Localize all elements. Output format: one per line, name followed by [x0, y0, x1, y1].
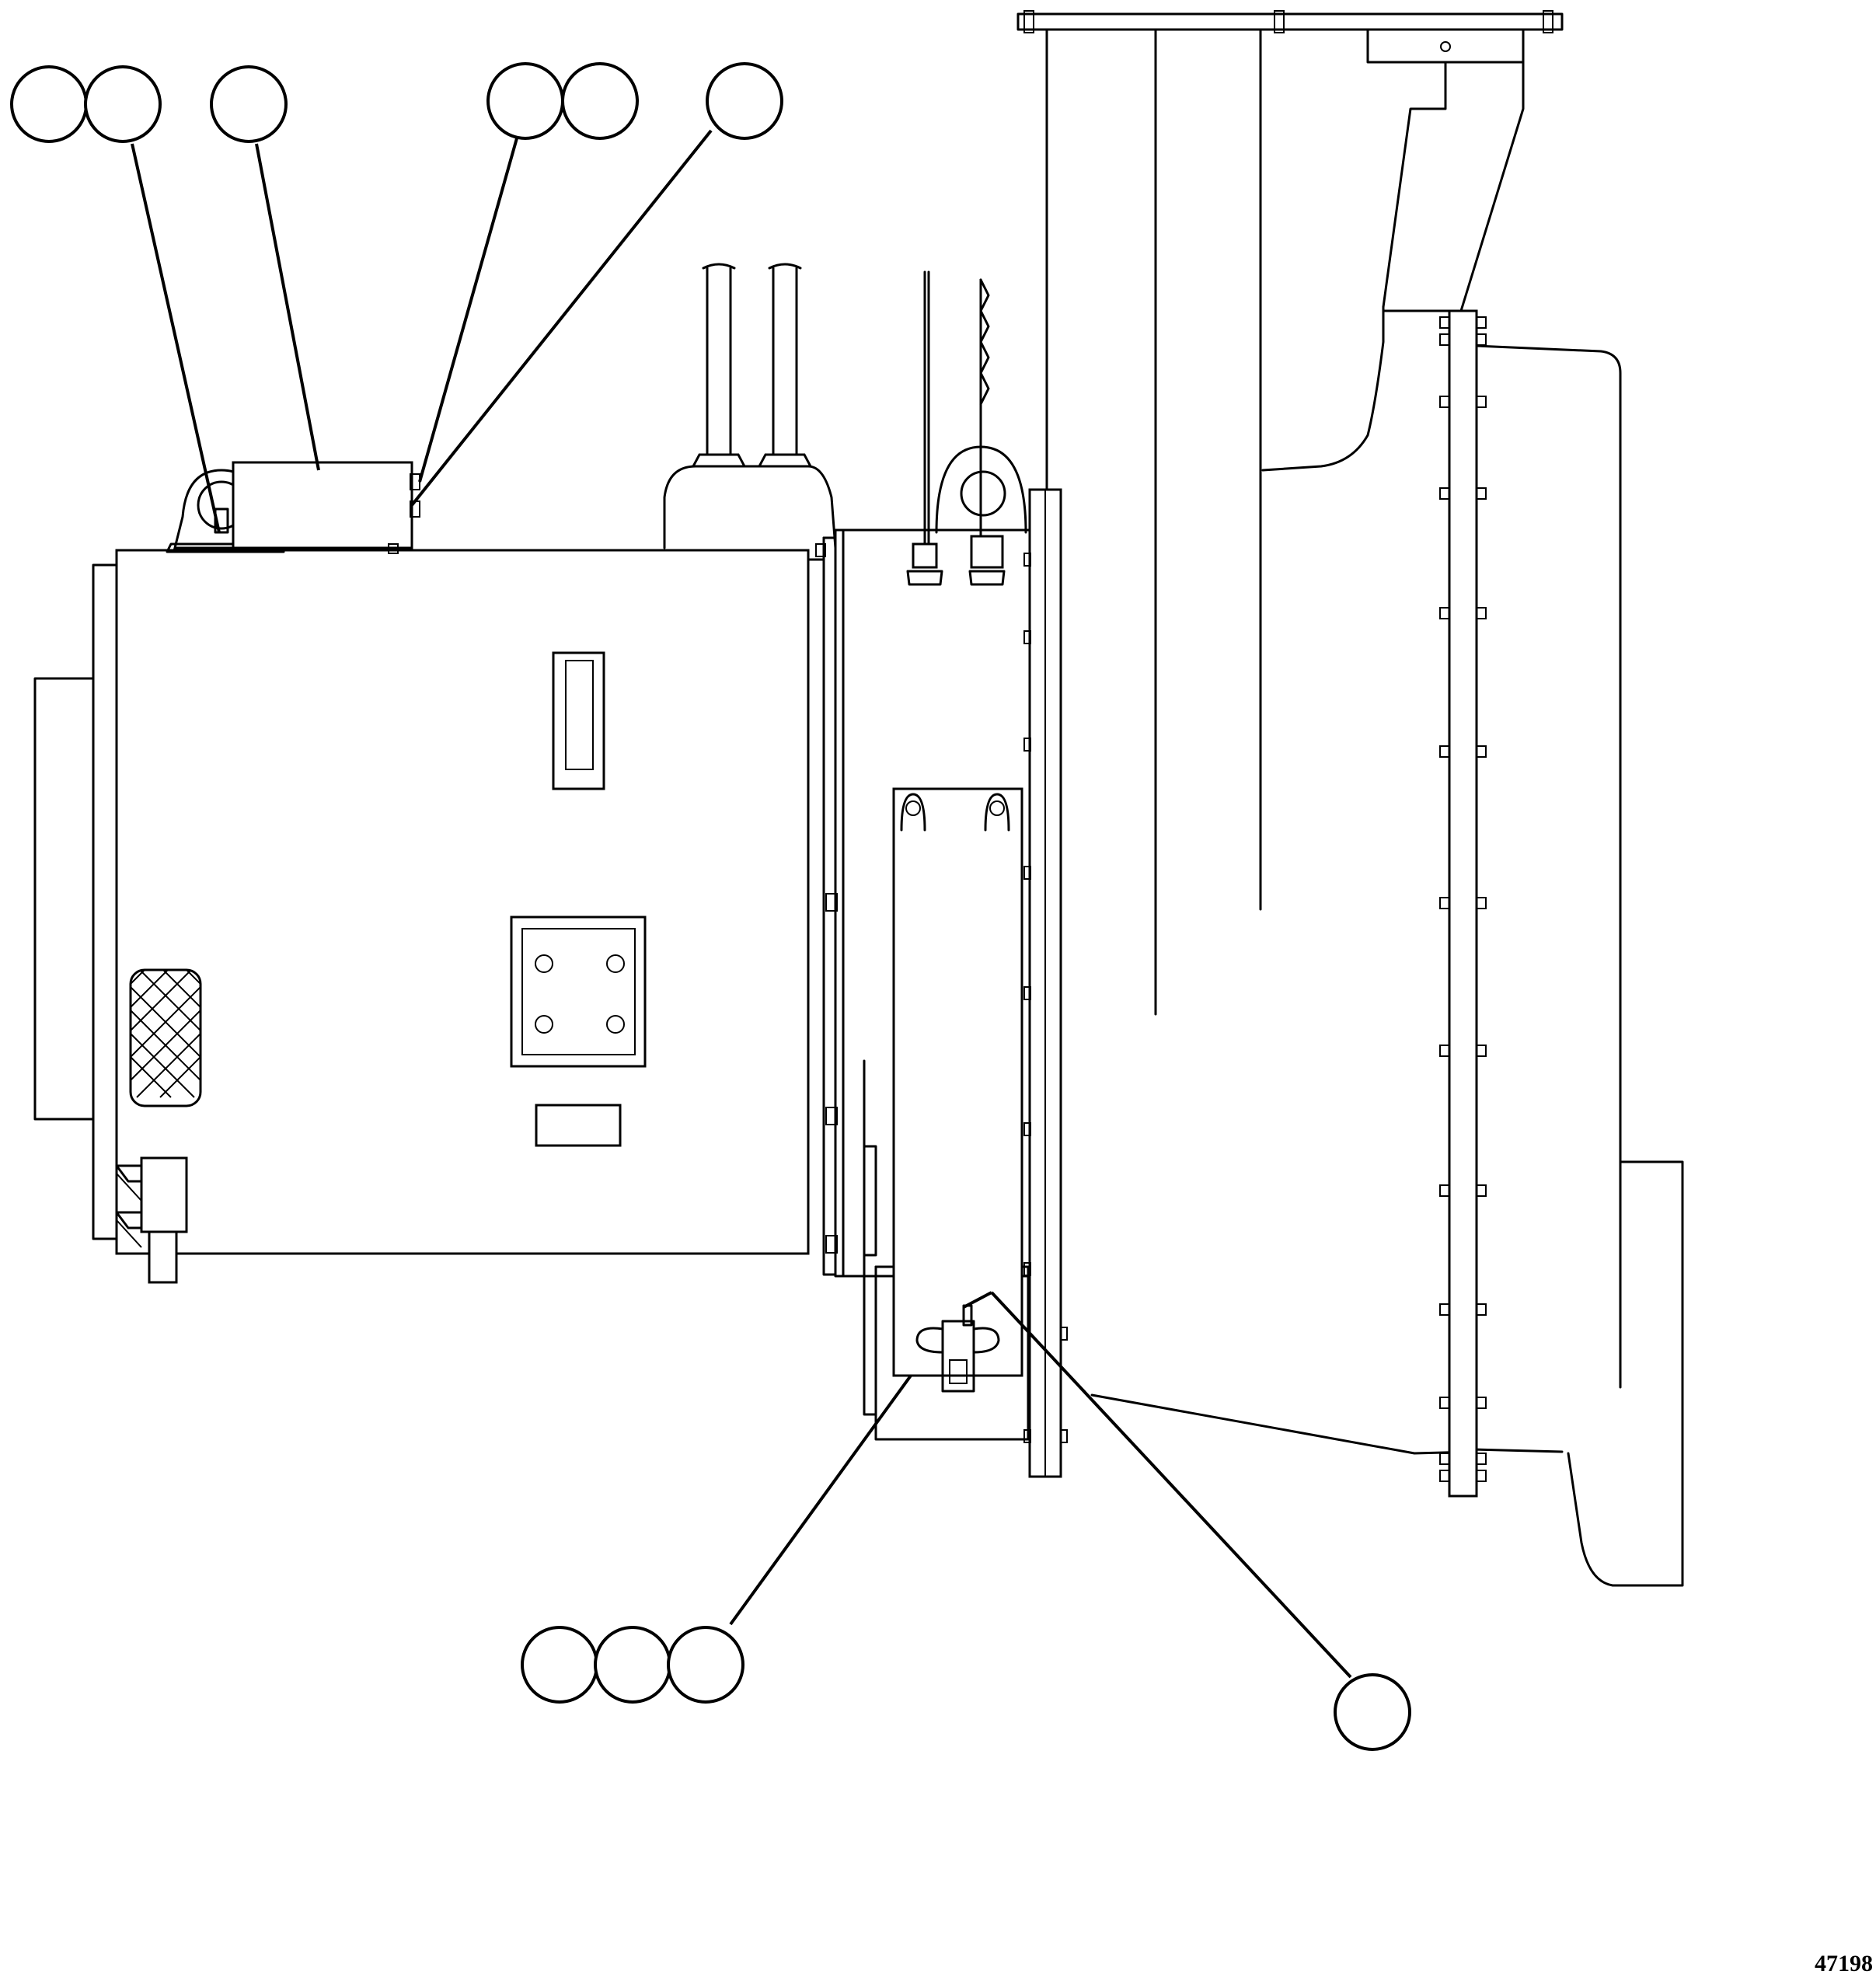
callout-group-top-pair [486, 62, 639, 140]
junction-box [815, 270, 1031, 1441]
callout-group-bottom-triple [521, 1626, 744, 1704]
callout-circle [84, 65, 162, 143]
callout-group-top-single [210, 65, 288, 143]
callout-circle [594, 1626, 671, 1704]
callout-circle [1334, 1673, 1411, 1751]
leader-lines [131, 129, 1352, 1679]
foot-bracket [115, 1156, 188, 1284]
motor-body [33, 263, 837, 1284]
callout-circle [561, 62, 639, 140]
callout-circle [486, 62, 564, 140]
callout-group-top-right [706, 62, 783, 140]
terminal-plate [510, 916, 647, 1068]
center-flange [1023, 488, 1068, 1478]
duct-housing [1016, 10, 1684, 1587]
mesh-vent [129, 968, 202, 1107]
callout-circle [521, 1626, 598, 1704]
callout-circle [667, 1626, 744, 1704]
conduit-pipes [663, 263, 837, 549]
callout-circle [210, 65, 288, 143]
callout-group-top-left [10, 65, 162, 143]
callout-circle [10, 65, 88, 143]
callout-group-bottom-right [1334, 1673, 1411, 1751]
plate-bolts [1023, 10, 1553, 33]
flange-bolts [1439, 316, 1487, 1482]
callout-circle [706, 62, 783, 140]
figure-number: 47198 [1815, 1951, 1873, 1976]
